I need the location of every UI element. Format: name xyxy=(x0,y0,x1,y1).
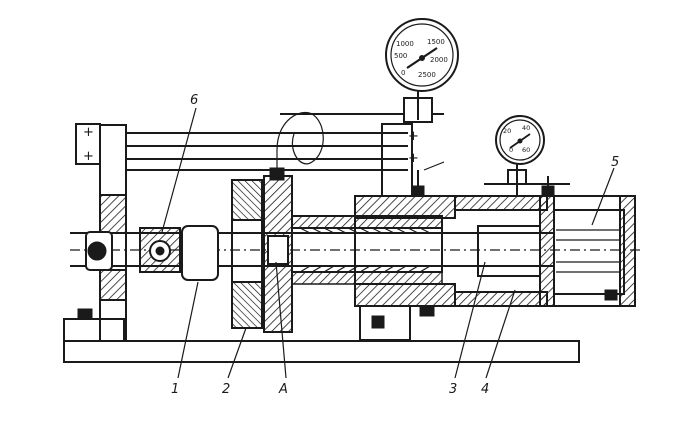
label-part-3: 3 xyxy=(449,382,457,397)
pressure-housing xyxy=(354,195,636,307)
svg-text:+: + xyxy=(408,151,419,166)
label-part-2: 2 xyxy=(222,382,230,397)
coupling-6 xyxy=(139,227,181,273)
gauge-low-tick-20: 20 xyxy=(503,127,511,135)
label-part-6: 6 xyxy=(190,93,198,108)
left-nut xyxy=(85,231,113,271)
leader-lines xyxy=(161,107,615,379)
seal-A xyxy=(263,167,293,333)
gauge-low-tick-60: 60 xyxy=(522,146,530,154)
label-part-1: 1 xyxy=(171,382,179,397)
svg-text:+: + xyxy=(408,129,419,144)
flange-2 xyxy=(231,179,263,329)
gauge-low-tick-0: 0 xyxy=(509,146,513,154)
lower-clamp xyxy=(359,305,435,341)
capillary-tube xyxy=(276,112,324,168)
label-part-5: 5 xyxy=(611,155,619,170)
gauge-high-tick-0: 0 xyxy=(401,69,405,77)
label-part-4: 4 xyxy=(481,382,489,397)
gauge-low-tick-40: 40 xyxy=(522,124,530,132)
sleeve-1 xyxy=(181,225,219,281)
label-part-A: A xyxy=(278,382,288,397)
gauge-high-pressure: 1000 1500 500 2000 0 2500 xyxy=(280,18,459,123)
svg-text:+: + xyxy=(83,149,94,164)
svg-text:+: + xyxy=(83,125,94,140)
gauge-low-pressure: 20 40 0 60 xyxy=(484,115,570,196)
piston-5 xyxy=(553,195,636,307)
gauge-high-tick-500: 500 xyxy=(394,52,407,60)
gauge-high-tick-2500: 2500 xyxy=(418,71,436,79)
gauge-high-tick-2000: 2000 xyxy=(430,56,448,64)
base-plate xyxy=(63,308,580,363)
fittings xyxy=(411,161,555,197)
gauge-high-tick-1500: 1500 xyxy=(427,38,445,46)
tie-rods: + + xyxy=(126,123,419,197)
gauge-high-tick-1000: 1000 xyxy=(396,40,414,48)
